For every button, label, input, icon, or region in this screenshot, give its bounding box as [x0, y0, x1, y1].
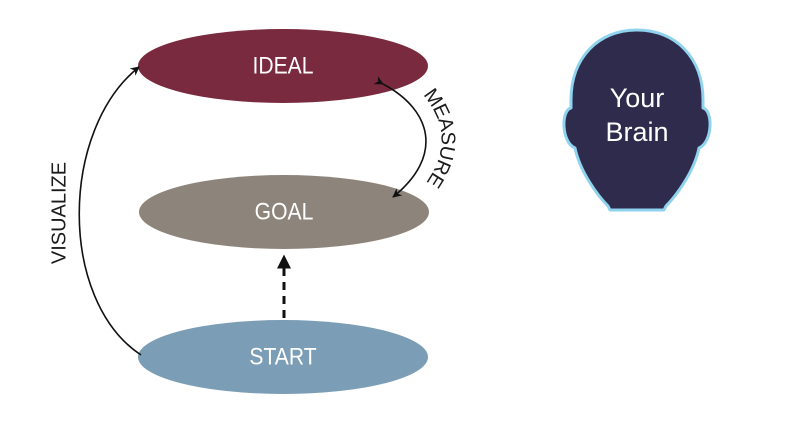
ideal-label: IDEAL — [252, 52, 313, 79]
visualize-arrow — [78, 66, 142, 356]
visualize-label: VISUALIZE — [48, 162, 70, 264]
head-outline — [562, 28, 712, 212]
head-label-line2: Brain — [605, 117, 668, 147]
head-silhouette: Your Brain — [562, 28, 712, 212]
start-label: START — [249, 343, 316, 370]
goal-label: GOAL — [255, 198, 314, 225]
measure-label: MEASURE — [419, 85, 459, 192]
head-label-line1: Your — [610, 83, 665, 113]
goal-ellipse — [139, 175, 429, 249]
ideal-ellipse — [138, 29, 428, 103]
measure-arrow — [373, 76, 427, 198]
start-ellipse — [138, 320, 428, 394]
